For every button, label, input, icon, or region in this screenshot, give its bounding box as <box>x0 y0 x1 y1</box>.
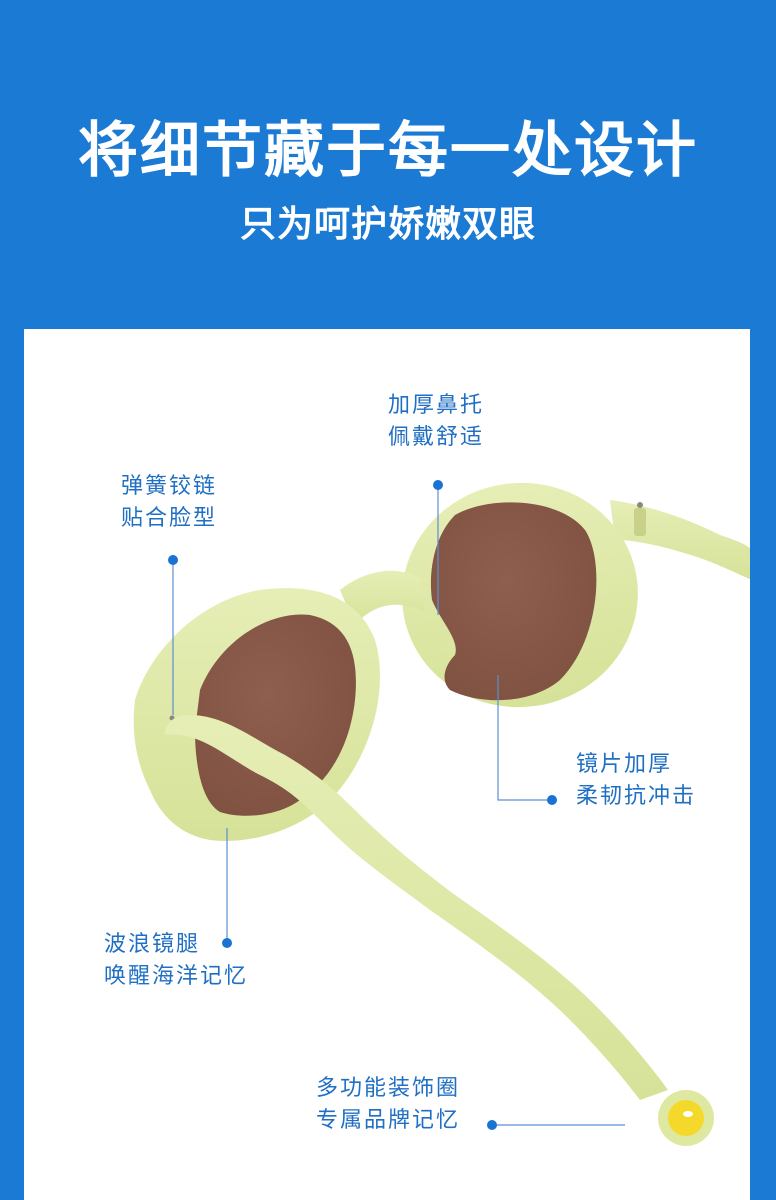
callout-desc: 柔韧抗冲击 <box>576 784 697 809</box>
callout-title: 镜片加厚 <box>576 752 673 777</box>
callout-desc: 贴合脸型 <box>121 506 218 531</box>
callout-decor-ring: 多功能装饰圈 专属品牌记忆 <box>316 1073 460 1137</box>
callout-ring-pointer <box>487 1120 625 1130</box>
callout-lens-pointer <box>497 675 557 805</box>
callout-hinge-pointer <box>168 555 178 715</box>
product-card: 弹簧铰链 贴合脸型 加厚鼻托 佩戴舒适 镜片加厚 柔韧抗冲击 波浪镜腿 唤醒海洋… <box>24 329 750 1200</box>
callout-nose-pad: 加厚鼻托 佩戴舒适 <box>388 390 484 454</box>
callout-title: 加厚鼻托 <box>388 393 485 418</box>
callout-desc: 唤醒海洋记忆 <box>104 964 249 989</box>
left-lens <box>195 614 356 816</box>
right-lens <box>430 502 597 701</box>
near-temple <box>165 715 668 1100</box>
page-title: 将细节藏于每一处设计 <box>78 116 698 186</box>
bridge <box>340 570 425 625</box>
callout-spring-hinge: 弹簧铰链 贴合脸型 <box>121 471 217 535</box>
callout-lens: 镜片加厚 柔韧抗冲击 <box>576 749 696 813</box>
callout-title: 波浪镜腿 <box>104 932 201 957</box>
header-banner: 将细节藏于每一处设计 只为呵护娇嫩双眼 <box>0 0 776 329</box>
page-subtitle: 只为呵护娇嫩双眼 <box>239 204 536 245</box>
far-temple <box>610 500 750 580</box>
callout-desc: 佩戴舒适 <box>388 425 485 450</box>
callout-nose-pointer <box>433 480 443 615</box>
callout-title: 多功能装饰圈 <box>316 1076 461 1101</box>
callout-wave-temple: 波浪镜腿 唤醒海洋记忆 <box>104 929 248 993</box>
decorative-ring <box>658 1090 714 1146</box>
callout-title: 弹簧铰链 <box>121 474 218 499</box>
sunglasses-illustration <box>133 480 750 1146</box>
callout-temple-pointer <box>222 828 232 948</box>
right-lens-frame <box>402 482 638 708</box>
callout-desc: 专属品牌记忆 <box>316 1108 461 1133</box>
